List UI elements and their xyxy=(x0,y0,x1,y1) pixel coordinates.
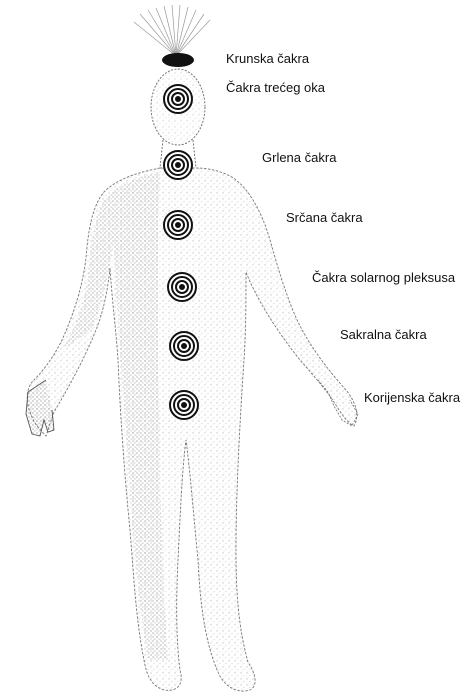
solar-plexus-chakra-mark xyxy=(168,273,196,301)
body-shading xyxy=(62,172,168,660)
heart-chakra-label: Srčana čakra xyxy=(286,210,363,225)
root-chakra-mark xyxy=(170,391,198,419)
root-chakra-label: Korijenska čakra xyxy=(364,390,460,405)
third-eye-chakra-label: Čakra trećeg oka xyxy=(226,80,325,95)
crown-rays xyxy=(134,5,210,56)
crown-chakra-label: Krunska čakra xyxy=(226,51,309,66)
throat-chakra-mark xyxy=(164,151,192,179)
sacral-chakra-label: Sakralna čakra xyxy=(340,327,427,342)
throat-chakra-label: Grlena čakra xyxy=(262,150,336,165)
body-silhouette xyxy=(27,168,357,691)
crown-chakra-mark xyxy=(162,53,194,67)
sacral-chakra-mark xyxy=(170,332,198,360)
solar-plexus-chakra-label: Čakra solarnog pleksusa xyxy=(312,270,455,285)
heart-chakra-mark xyxy=(164,211,192,239)
third-eye-chakra-mark xyxy=(164,85,192,113)
